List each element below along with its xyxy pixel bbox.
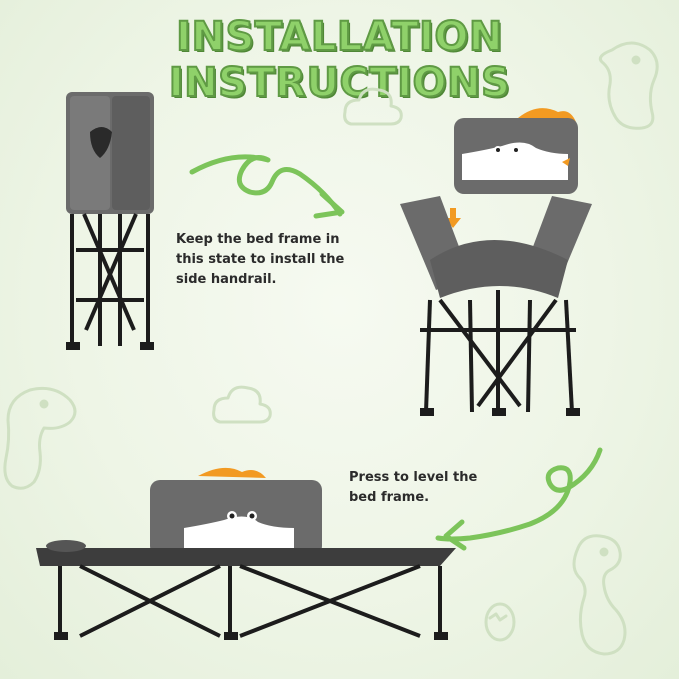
handrail-illustration bbox=[454, 108, 578, 194]
dinosaur-icon bbox=[572, 534, 627, 656]
cloud-icon bbox=[343, 87, 403, 126]
curly-arrow-icon bbox=[189, 154, 345, 219]
cloud-icon bbox=[212, 385, 272, 424]
assembled-bed-illustration bbox=[36, 467, 456, 640]
page-title: INSTALLATION INSTRUCTIONS bbox=[168, 13, 511, 107]
curly-arrow-icon bbox=[435, 447, 603, 551]
dinosaur-icon bbox=[598, 41, 659, 130]
folded-bed-illustration bbox=[66, 92, 154, 350]
step-2-caption: Press to level the bed frame. bbox=[349, 470, 478, 505]
step-1-caption: Keep the bed frame in this state to inst… bbox=[176, 232, 345, 287]
dino-egg-icon bbox=[484, 602, 516, 642]
unfolded-bed-illustration bbox=[400, 196, 592, 416]
dinosaur-icon bbox=[3, 386, 77, 490]
